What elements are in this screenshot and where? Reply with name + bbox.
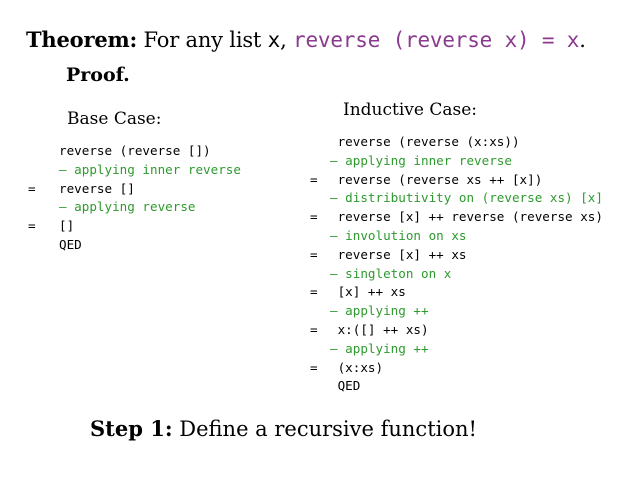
proof-label: Proof. xyxy=(66,64,130,86)
proof-step: reverse [] xyxy=(59,180,135,196)
proof-step: [x] ++ xs xyxy=(330,284,406,300)
equals-sign: = xyxy=(28,180,36,196)
theorem-label: Theorem: xyxy=(26,27,138,52)
equals-sign: = xyxy=(310,359,318,375)
proof-step: QED xyxy=(330,378,361,394)
proof-step: (x:xs) xyxy=(330,359,384,375)
equals-sign: = xyxy=(310,322,318,337)
equals-sign: = xyxy=(310,246,318,262)
inductive-case-title: Inductive Case: xyxy=(343,100,478,120)
theorem-statement: Theorem: For any list x, reverse (revers… xyxy=(26,27,586,52)
proof-comment: – involution on xs xyxy=(330,228,467,243)
equals-sign: = xyxy=(310,209,318,225)
step-text: Define a recursive function! xyxy=(172,417,477,441)
proof-step: reverse (reverse xs ++ [x]) xyxy=(330,171,543,187)
equals-sign: = xyxy=(28,218,36,234)
proof-step: x:([] ++ xs) xyxy=(330,322,429,337)
proof-comment: – applying inner reverse xyxy=(330,152,512,168)
proof-comment: – distributivity on (reverse xs) [x] xyxy=(330,190,603,206)
proof-step: reverse (reverse []) xyxy=(59,143,211,158)
proof-comment: – applying reverse xyxy=(59,199,196,215)
proof-step: reverse [x] ++ xs xyxy=(330,246,467,262)
equals-sign: = xyxy=(310,171,318,187)
theorem-period: . xyxy=(579,28,586,52)
proof-step: [] xyxy=(59,218,75,234)
theorem-var: x xyxy=(267,28,281,52)
step-label: Step 1: xyxy=(90,416,173,441)
proof-comment: – applying ++ xyxy=(330,303,429,319)
proof-comment: – singleton on x xyxy=(330,265,452,281)
proof-step: reverse (reverse (x:xs)) xyxy=(330,134,520,149)
base-case-title: Base Case: xyxy=(67,109,162,129)
theorem-comma: , xyxy=(280,28,294,52)
proof-step: QED xyxy=(59,237,82,252)
proof-comment: – applying ++ xyxy=(330,340,429,356)
step-instruction: Step 1: Define a recursive function! xyxy=(90,416,477,441)
equals-sign: = xyxy=(310,284,318,300)
proof-comment: – applying inner reverse xyxy=(59,161,241,177)
theorem-formula: reverse (reverse x) = x xyxy=(293,28,580,52)
proof-step: reverse [x] ++ reverse (reverse xs) xyxy=(330,209,603,225)
theorem-text: For any list xyxy=(137,28,268,52)
